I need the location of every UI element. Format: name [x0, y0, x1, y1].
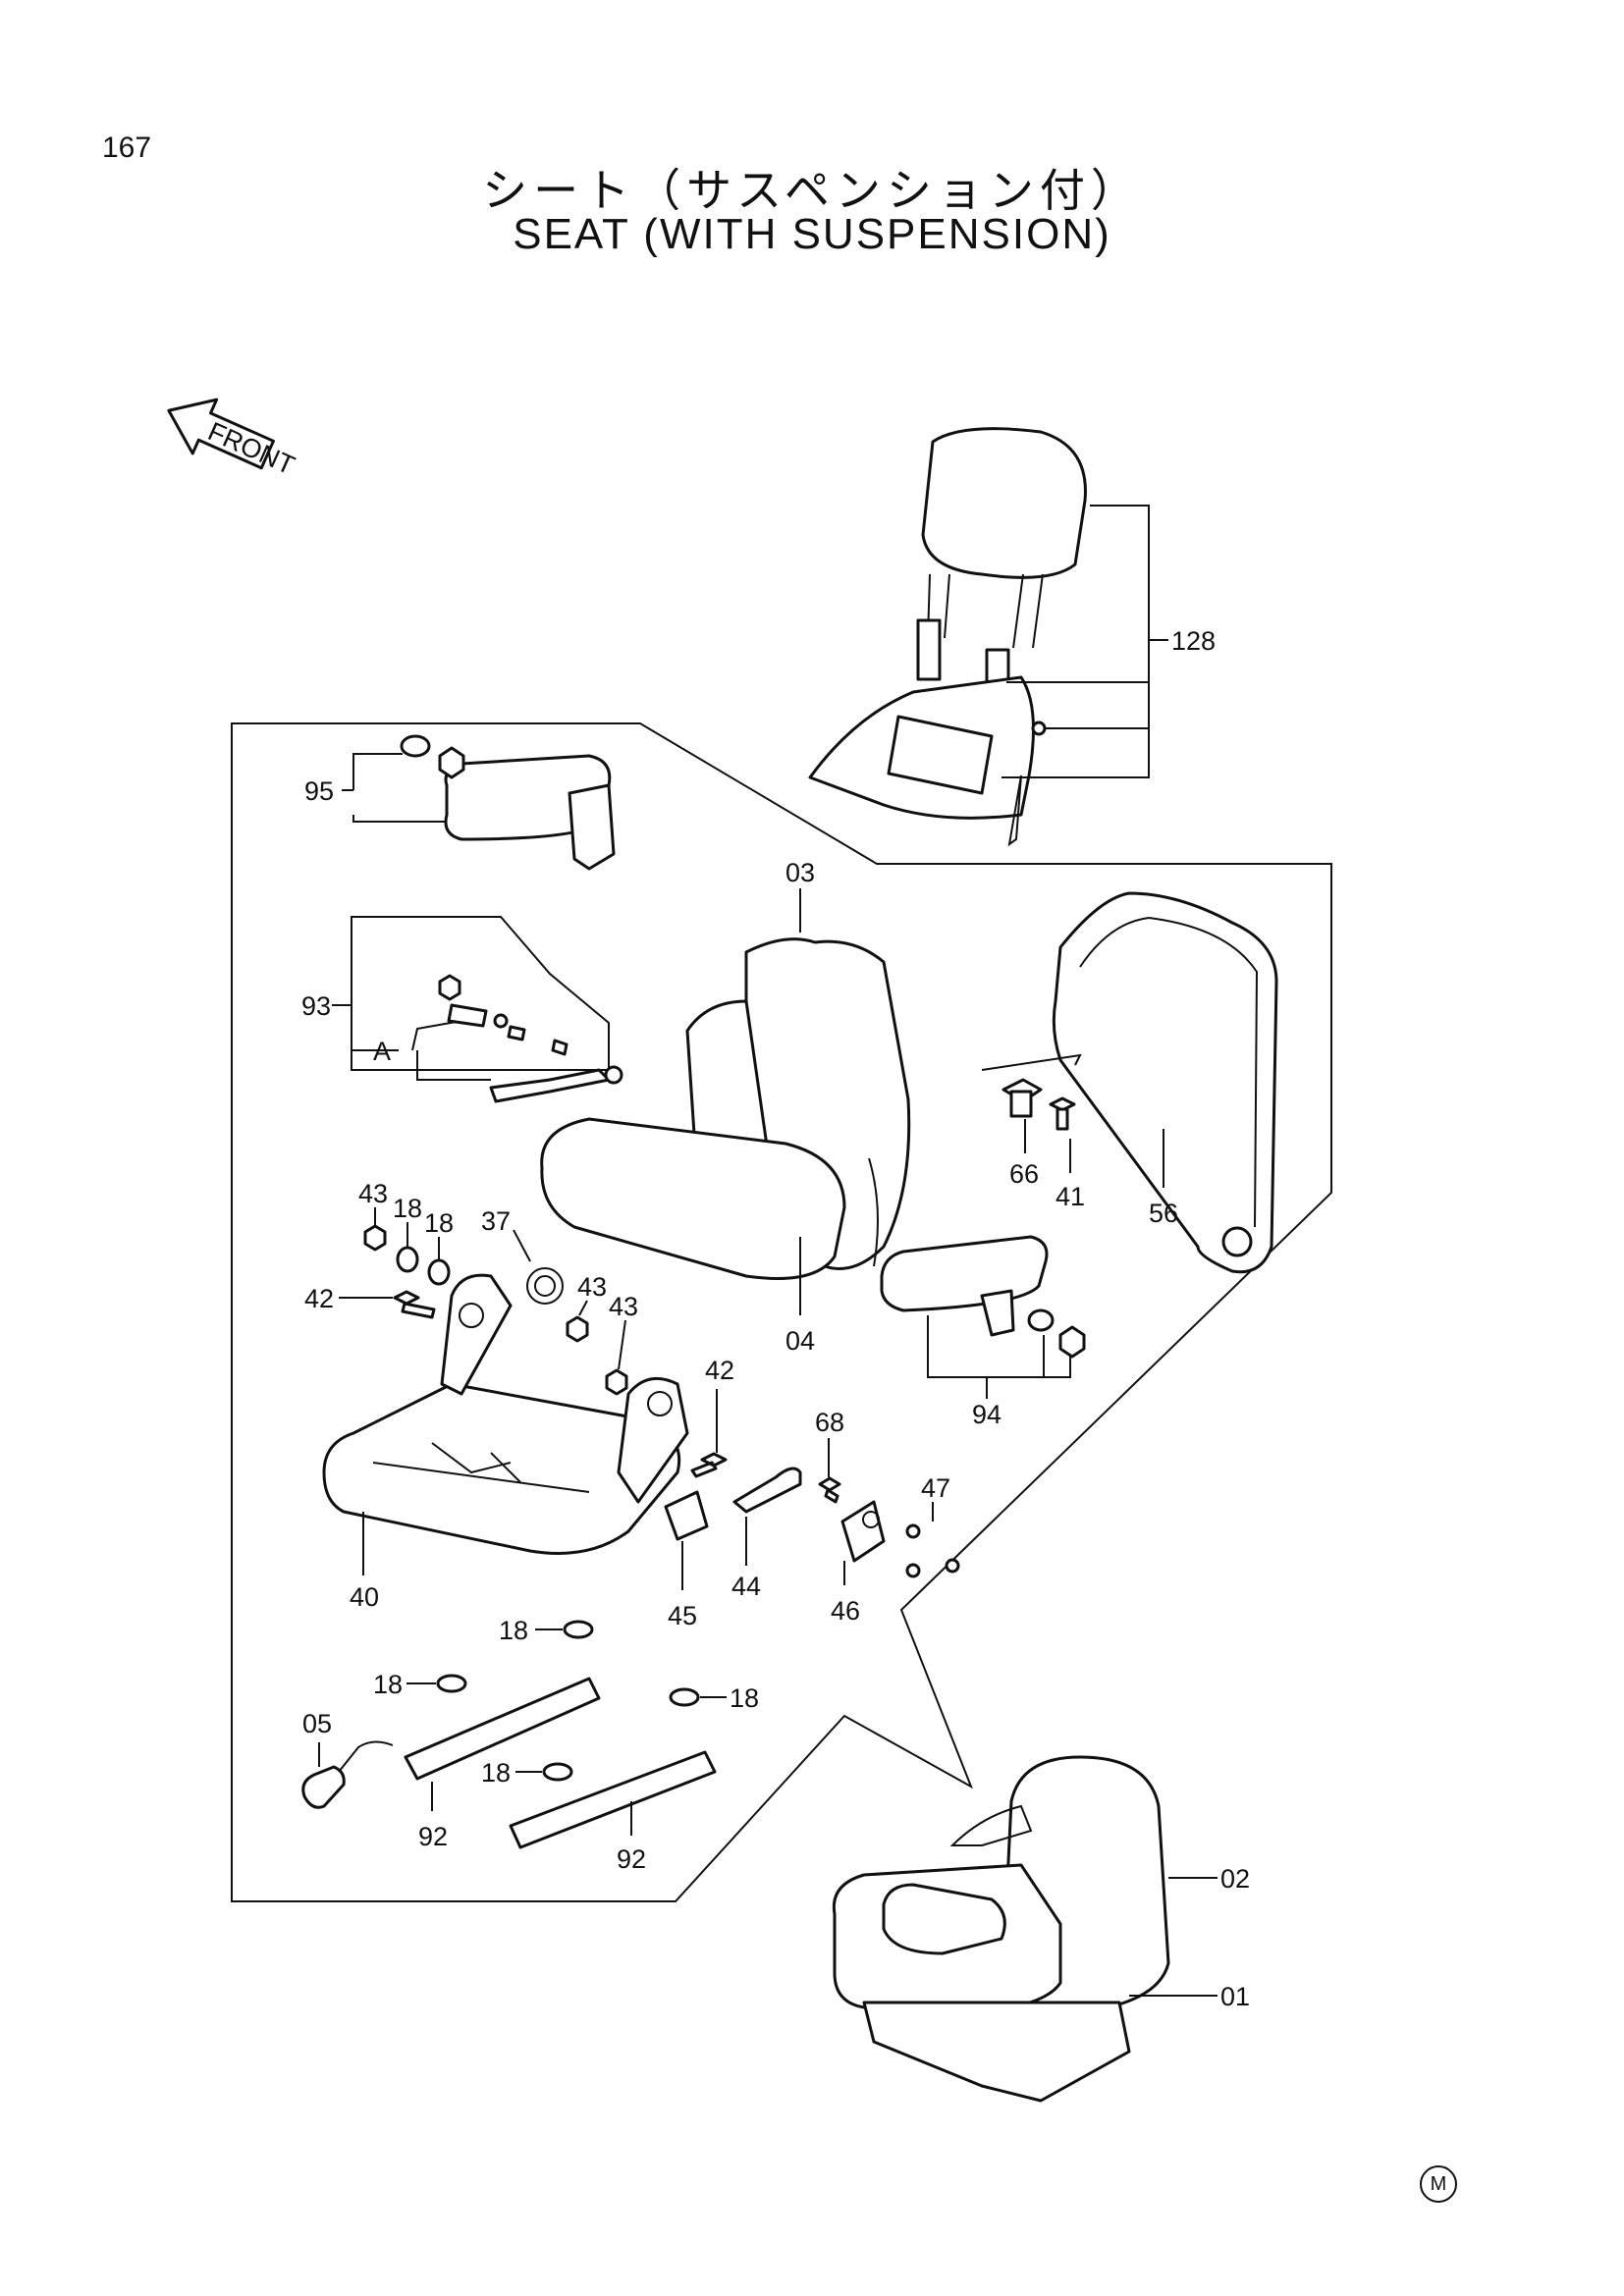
label-18f: 18: [481, 1758, 511, 1788]
label-18a: 18: [393, 1194, 422, 1223]
label-40: 40: [350, 1582, 379, 1612]
front-label: FRONT: [203, 416, 298, 480]
washer-18-f: [542, 1762, 573, 1782]
leader-A: [352, 1020, 491, 1081]
bracket-box-93: [351, 916, 610, 1071]
label-42b: 42: [705, 1356, 734, 1385]
label-46: 46: [831, 1596, 860, 1626]
bolt-68: [818, 1476, 841, 1504]
label-02: 02: [1220, 1864, 1250, 1894]
label-93: 93: [301, 991, 331, 1021]
washer-18-d: [436, 1674, 467, 1693]
label-42a: 42: [304, 1284, 334, 1313]
label-18d: 18: [373, 1670, 403, 1699]
label-95: 95: [304, 776, 334, 806]
title-english: SEAT (WITH SUSPENSION): [513, 210, 1111, 258]
page-number: 167: [102, 132, 152, 164]
seat-cushion-part: [540, 1117, 846, 1280]
label-18b: 18: [424, 1208, 454, 1238]
label-94: 94: [972, 1400, 1001, 1429]
title-japanese: シート（サスペンション付）: [482, 164, 1142, 217]
bracket-46: [840, 1500, 886, 1563]
label-37: 37: [481, 1206, 511, 1236]
label-56: 56: [1149, 1199, 1178, 1228]
complete-seat-assembly: [832, 1755, 1170, 2103]
washer-18-b: [427, 1258, 451, 1286]
label-43a: 43: [358, 1179, 388, 1208]
label-04: 04: [785, 1326, 815, 1356]
seat-rail-92-left: [404, 1677, 601, 1781]
label-03: 03: [785, 858, 815, 887]
label-45: 45: [668, 1601, 697, 1630]
seat-rail-92-right: [509, 1750, 717, 1849]
label-47: 47: [921, 1473, 950, 1503]
footer-mark-icon: M: [1420, 2165, 1457, 2203]
washer-18-a: [396, 1246, 419, 1273]
label-18c: 18: [499, 1616, 528, 1645]
headrest-part: [808, 427, 1087, 847]
armrest-upper-part: [400, 734, 616, 871]
front-arrow-icon: FRONT: [167, 398, 299, 480]
washer-18-c: [563, 1620, 594, 1639]
label-A: A: [373, 1037, 391, 1066]
label-18e: 18: [730, 1683, 759, 1713]
label-68: 68: [815, 1408, 844, 1437]
bracket-hardware: [438, 974, 623, 1103]
lever-44: [732, 1467, 802, 1514]
seat-back-frame-part: [981, 891, 1278, 1274]
nut-43-right: [605, 1368, 628, 1396]
label-01: 01: [1220, 1982, 1250, 2011]
label-43b: 43: [577, 1272, 607, 1302]
spring-37: [526, 1267, 564, 1305]
label-05: 05: [302, 1709, 332, 1738]
armrest-lower-part: [880, 1235, 1086, 1359]
assembly-frame: [231, 722, 1332, 1902]
leader-128: [1001, 505, 1168, 778]
nut-43-left: [363, 1224, 387, 1252]
label-128: 128: [1171, 626, 1216, 656]
label-41: 41: [1056, 1182, 1085, 1211]
nut-43-center: [566, 1315, 589, 1343]
seat-base-plate-40: [322, 1273, 689, 1555]
washer-18-e: [669, 1687, 700, 1707]
bolt-41: [1049, 1096, 1076, 1131]
block-45: [664, 1490, 709, 1541]
label-92a: 92: [418, 1822, 448, 1851]
label-66: 66: [1009, 1159, 1039, 1189]
bushing-66: [1001, 1078, 1043, 1118]
label-92b: 92: [617, 1844, 646, 1874]
leader-95: [342, 753, 447, 823]
bolt-42-right: [690, 1452, 728, 1478]
label-44: 44: [731, 1572, 761, 1601]
leader-94: [927, 1315, 1071, 1399]
bolt-42-left: [393, 1290, 436, 1319]
label-43c: 43: [609, 1292, 638, 1321]
screws-47: [905, 1523, 960, 1578]
handle-05: [301, 1740, 394, 1809]
